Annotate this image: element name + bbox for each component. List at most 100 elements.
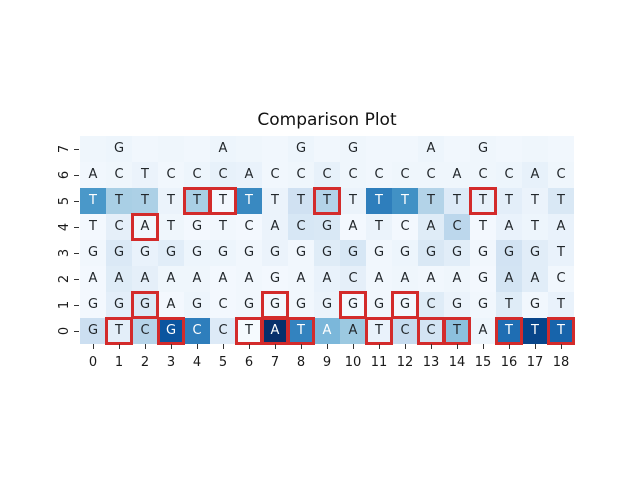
heatmap-cell [236,136,262,162]
heatmap-cell: C [392,318,418,344]
heatmap-cell: C [496,162,522,188]
heatmap-cell [548,136,574,162]
heatmap-cell: G [340,136,366,162]
x-tick-label: 10 [344,355,362,370]
heatmap-cell: G [184,214,210,240]
heatmap-cell: T [366,214,392,240]
heatmap-cell: C [340,162,366,188]
heatmap-cell: C [210,318,236,344]
heatmap-cell: C [470,162,496,188]
x-tick-label: 18 [552,355,570,370]
heatmap-cell: C [288,214,314,240]
heatmap-cell: A [184,266,210,292]
heatmap-cell: C [444,214,470,240]
heatmap-cell: T [548,292,574,318]
x-tick-mark [379,344,381,349]
heatmap-cell: G [210,240,236,266]
y-tick-mark [74,253,79,255]
heatmap-cell: A [132,266,158,292]
heatmap-cell: T [184,188,210,214]
heatmap-cell: T [106,188,132,214]
heatmap-cell: C [288,162,314,188]
heatmap-cell: G [80,292,106,318]
x-tick-mark [535,344,537,349]
x-tick-mark [353,344,355,349]
heatmap-cell: A [80,266,106,292]
heatmap-cell: G [496,240,522,266]
x-tick-mark [509,344,511,349]
heatmap-cell: A [418,136,444,162]
heatmap-cell: T [158,188,184,214]
heatmap-cell: C [548,162,574,188]
heatmap-cell: A [236,162,262,188]
x-tick-label: 9 [322,355,332,370]
heatmap-cell [444,136,470,162]
heatmap-cell: G [418,240,444,266]
heatmap-cell: T [236,188,262,214]
x-tick-mark [431,344,433,349]
heatmap-cell: T [470,188,496,214]
x-tick-label: 12 [396,355,414,370]
heatmap-cell: G [158,240,184,266]
y-tick-mark [74,331,79,333]
heatmap-cell: A [210,266,236,292]
heatmap-cell: T [366,188,392,214]
heatmap-cell: C [132,318,158,344]
x-tick-mark [223,344,225,349]
heatmap-cell: T [522,214,548,240]
x-tick-label: 2 [140,355,150,370]
heatmap-cell: G [132,292,158,318]
heatmap-cell: G [236,240,262,266]
heatmap-cell: G [444,292,470,318]
heatmap-cell: G [340,292,366,318]
y-tick-mark [74,175,79,177]
heatmap-cell: G [262,266,288,292]
heatmap-cell: T [418,188,444,214]
heatmap-cell: T [548,318,574,344]
x-tick-label: 11 [370,355,388,370]
x-tick-mark [301,344,303,349]
x-tick-label: 16 [500,355,518,370]
heatmap-cell: A [340,318,366,344]
heatmap-cell [80,136,106,162]
heatmap-cell: G [106,292,132,318]
heatmap-cell: G [288,240,314,266]
heatmap-cell: C [184,162,210,188]
heatmap-cell: C [210,162,236,188]
heatmap-cell: T [80,214,106,240]
x-tick-mark [561,344,563,349]
heatmap-cell: C [314,162,340,188]
heatmap-cell: A [158,292,184,318]
heatmap-cell: A [418,266,444,292]
x-tick-mark [249,344,251,349]
x-tick-label: 4 [192,355,202,370]
heatmap-cell: C [418,292,444,318]
heatmap-cell: T [548,188,574,214]
heatmap-cell: A [314,266,340,292]
heatmap-cell: A [80,162,106,188]
heatmap-cell: A [470,318,496,344]
x-tick-mark [171,344,173,349]
heatmap-cell: C [418,162,444,188]
heatmap-cell: C [210,292,236,318]
heatmap-cell [314,136,340,162]
heatmap-cell: A [392,266,418,292]
heatmap-cell: G [314,292,340,318]
heatmap-cell: C [548,266,574,292]
heatmap-cell: T [314,188,340,214]
heatmap-cell: G [132,240,158,266]
heatmap-cell: A [444,266,470,292]
heatmap-cell: G [288,136,314,162]
heatmap-cell: C [392,214,418,240]
heatmap-cell: G [158,318,184,344]
x-tick-label: 14 [448,355,466,370]
heatmap-cell: A [548,214,574,240]
heatmap-cell: T [496,188,522,214]
heatmap-cell: G [184,292,210,318]
heatmap-cell: A [522,266,548,292]
heatmap-cell: C [392,162,418,188]
heatmap-cell: G [314,214,340,240]
heatmap-cell: T [288,188,314,214]
